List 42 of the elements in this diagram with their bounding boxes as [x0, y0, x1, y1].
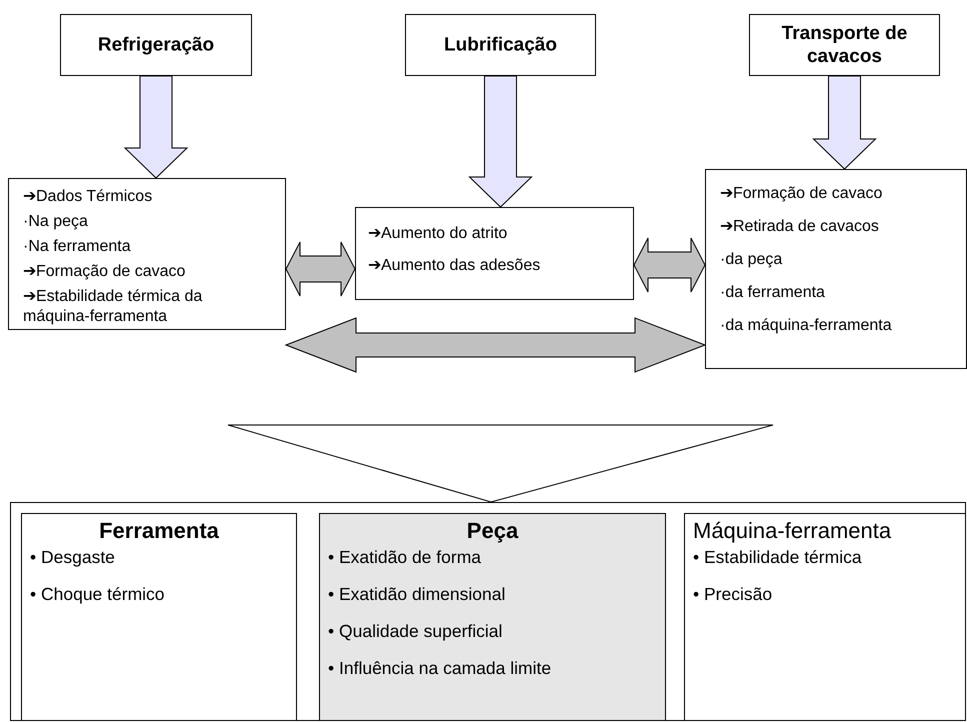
category-panel: [684, 513, 966, 721]
list-item: • Precisão: [693, 584, 772, 605]
block-arrow: [124, 76, 188, 179]
block-arrow: [812, 76, 877, 170]
category-panel: [319, 513, 666, 721]
list-item: ➔Formação de cavaco: [720, 184, 882, 204]
list-item: • Exatidão de forma: [328, 547, 482, 568]
list-item: • Exatidão dimensional: [328, 584, 506, 605]
list-item: ·Na ferramenta: [23, 237, 132, 257]
category-panel: [21, 513, 297, 721]
list-item: • Estabilidade térmica: [693, 547, 862, 568]
block-arrow: [284, 317, 706, 373]
list-item: ➔Dados Térmicos: [23, 187, 154, 207]
list-item: ➔Aumento do atrito: [368, 224, 508, 244]
box-title: Lubrificação: [443, 34, 558, 56]
box-title: Refrigeração: [96, 34, 216, 56]
text-box: [8, 178, 286, 330]
list-item: ·Na peça: [23, 212, 89, 232]
block-arrow: [228, 424, 774, 503]
panel-heading: Ferramenta: [98, 518, 220, 544]
block-arrow: [468, 76, 533, 208]
title-box: [749, 14, 940, 76]
list-item: • Qualidade superficial: [328, 621, 502, 642]
list-item: ➔Estabilidade térmica da máquina-ferramenta: [23, 287, 204, 327]
list-item: ➔Aumento das adesões: [368, 256, 540, 276]
text-box: [355, 207, 634, 300]
text-box: [705, 169, 967, 369]
list-item: • Desgaste: [30, 547, 115, 568]
title-box: [60, 14, 252, 76]
list-item: ·da máquina-ferramenta: [720, 316, 892, 336]
list-item: ·da ferramenta: [720, 283, 825, 303]
list-item: ·da peça: [720, 250, 782, 270]
panel-heading: Peça: [466, 518, 520, 544]
list-item: • Influência na camada limite: [328, 658, 552, 679]
list-item: ➔Retirada de cavacos: [720, 217, 879, 237]
title-box: [405, 14, 596, 76]
block-arrow: [633, 238, 706, 292]
block-arrow: [285, 242, 356, 296]
list-item: ➔Formação de cavaco: [23, 262, 186, 282]
panel-heading: Máquina-ferramenta: [693, 518, 892, 544]
list-item: • Choque térmico: [30, 584, 165, 605]
box-title: Transporte de cavacos: [780, 22, 908, 68]
